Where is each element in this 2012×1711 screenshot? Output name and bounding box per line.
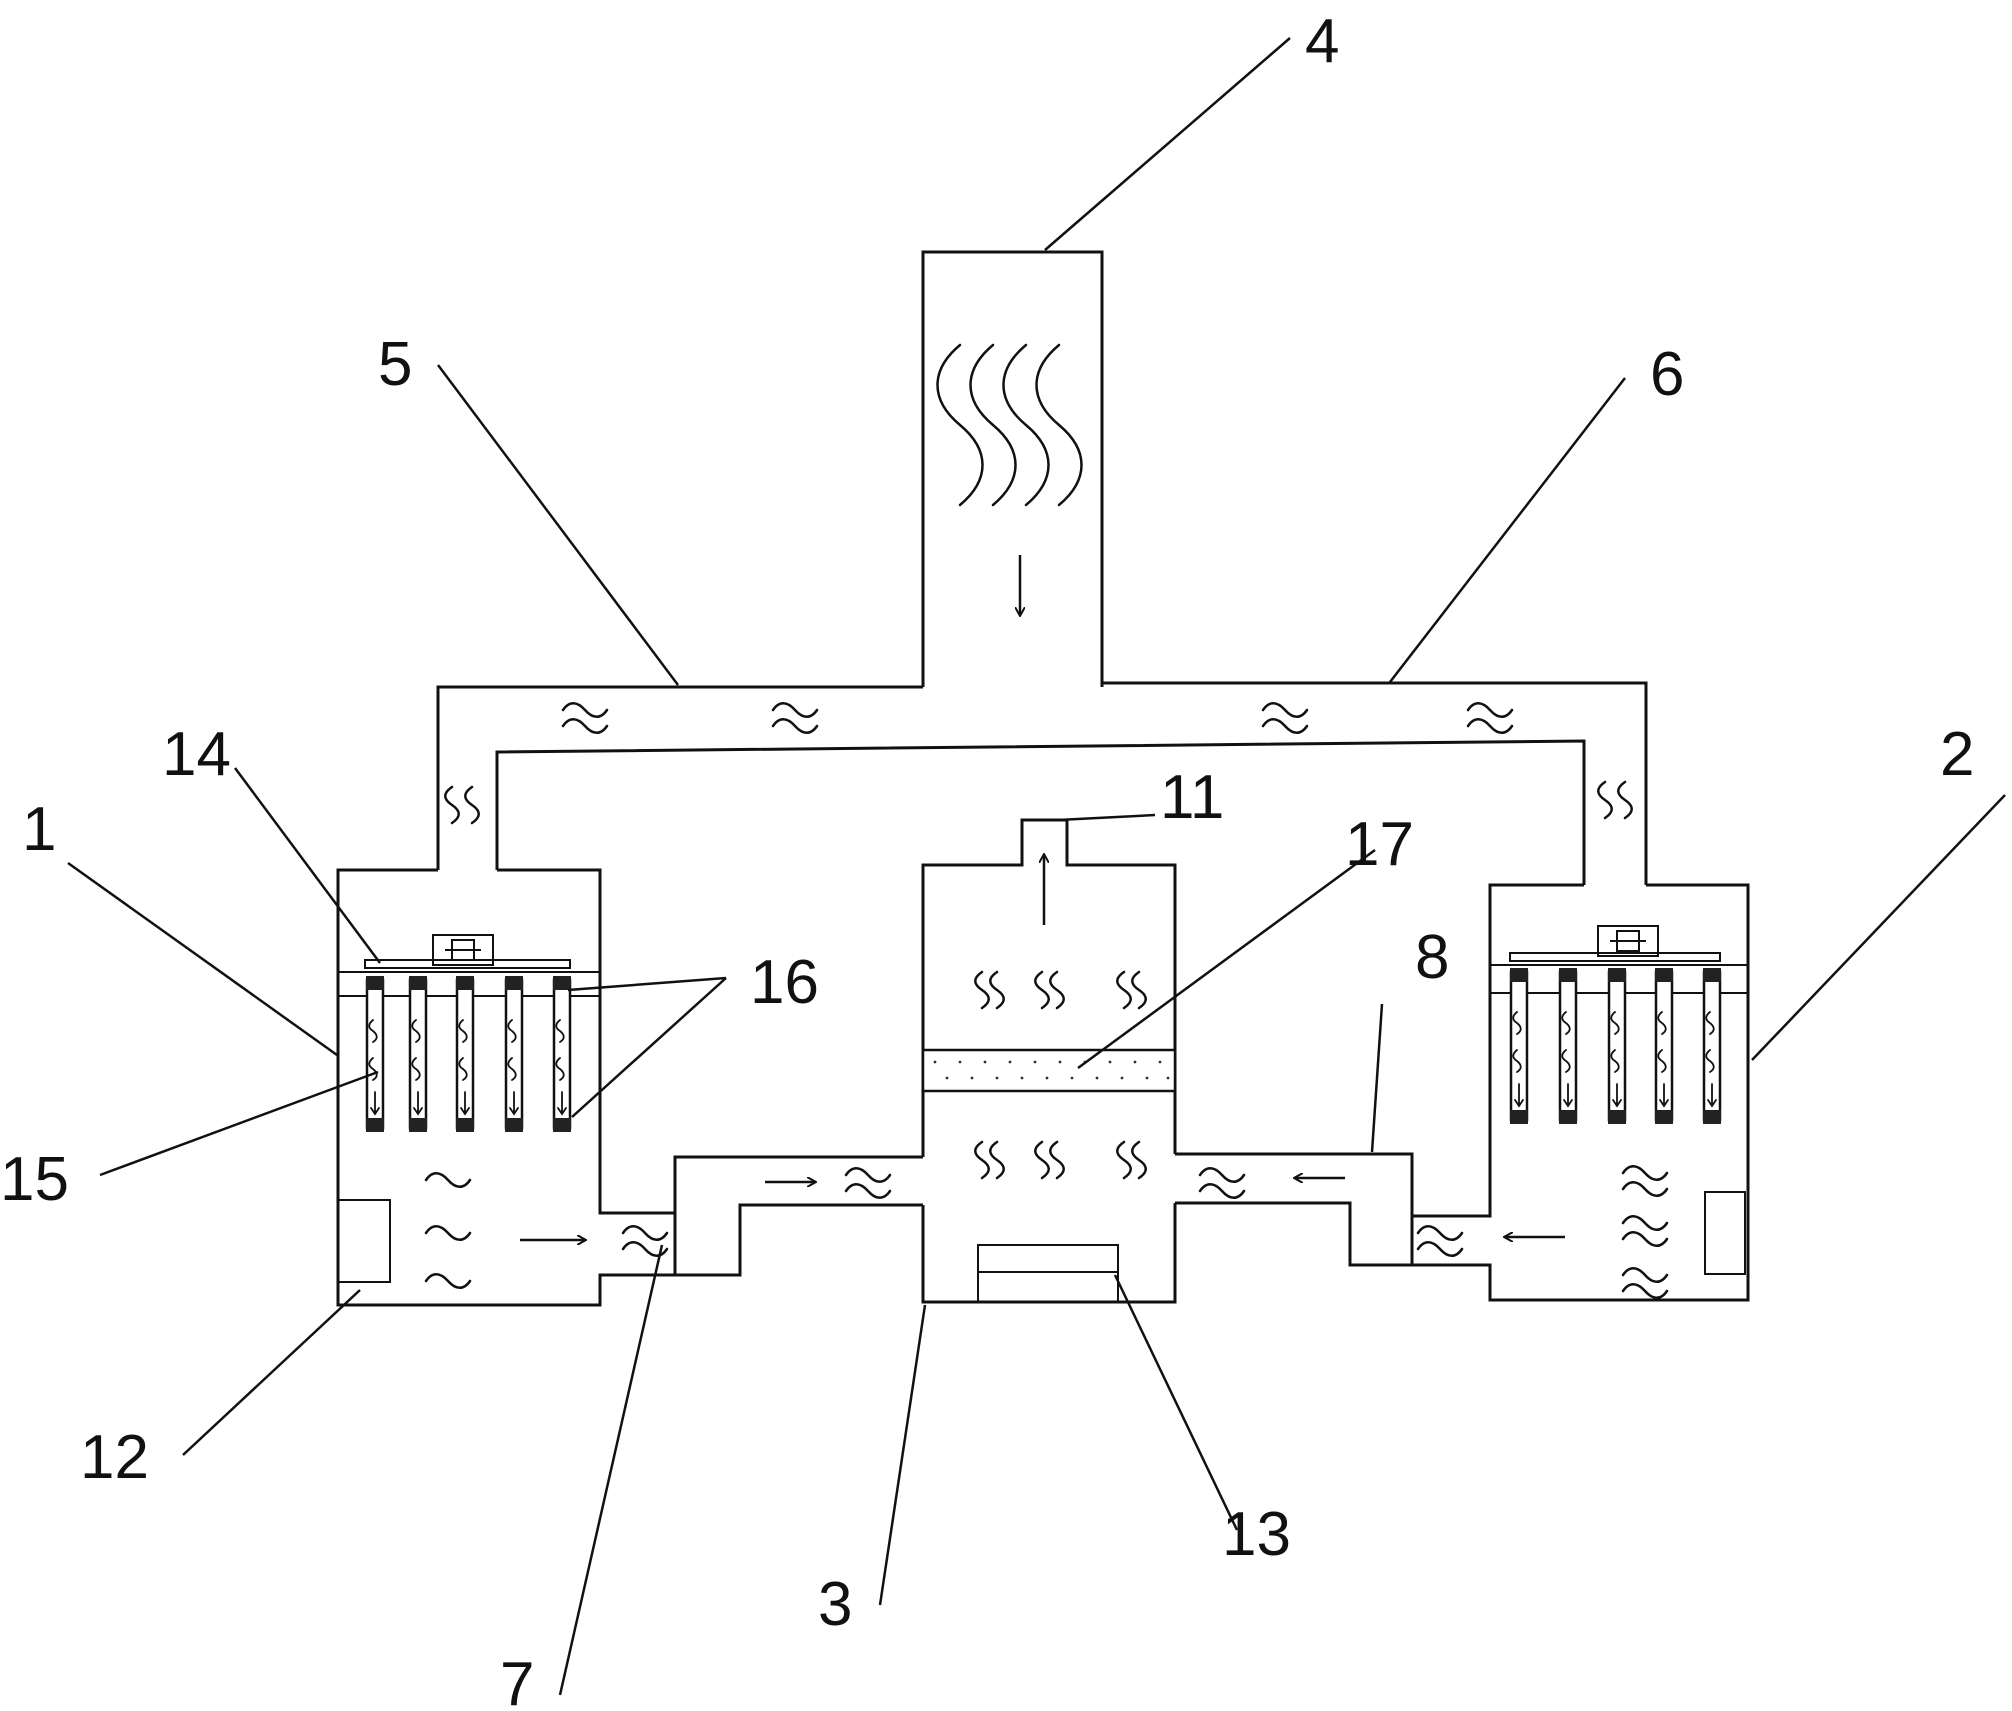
leader-8 <box>1370 1003 1384 1153</box>
left-heater-element <box>337 1199 391 1283</box>
central-heater-element <box>977 1244 1119 1303</box>
leader-14 <box>233 767 382 964</box>
leader-1 <box>67 861 338 1057</box>
label-17: 17 <box>1345 810 1414 879</box>
distribution-header <box>436 681 1648 885</box>
leader-5 <box>437 364 679 686</box>
leader-11 <box>1057 813 1156 822</box>
label-13: 13 <box>1222 1500 1291 1569</box>
leader-12 <box>182 1289 361 1456</box>
filter-dots <box>933 1060 1170 1080</box>
label-1: 1 <box>22 795 56 864</box>
label-11: 11 <box>1160 763 1224 832</box>
leader-lines <box>67 37 2006 1696</box>
label-7: 7 <box>500 1650 534 1711</box>
label-4: 4 <box>1305 7 1339 76</box>
leader-17 <box>1077 848 1376 1070</box>
top-inlet-pipe <box>921 250 1104 687</box>
label-6: 6 <box>1650 340 1684 409</box>
label-2: 2 <box>1940 720 1974 789</box>
leader-13 <box>1113 1274 1239 1531</box>
leader-6 <box>1389 377 1626 683</box>
leader-15 <box>99 1070 379 1177</box>
left-chamber <box>336 868 677 1307</box>
right-connecting-duct <box>1175 1152 1414 1267</box>
label-3: 3 <box>818 1570 852 1639</box>
right-heater-element <box>1704 1191 1746 1275</box>
label-5: 5 <box>378 330 412 399</box>
filter-layer <box>921 1048 1177 1093</box>
leader-16b <box>571 977 727 1118</box>
leader-2 <box>1751 794 2006 1061</box>
label-12: 12 <box>80 1423 149 1492</box>
leader-3 <box>878 1304 927 1606</box>
label-16: 16 <box>750 948 819 1017</box>
leader-7 <box>558 1244 664 1696</box>
leader-16a <box>567 976 727 992</box>
right-chamber <box>1410 883 1750 1302</box>
left-connecting-duct <box>621 1155 923 1277</box>
reference-numerals: 4 5 6 2 11 17 8 14 1 16 15 12 7 3 13 <box>0 7 1974 1711</box>
label-14: 14 <box>162 720 231 789</box>
label-8: 8 <box>1415 923 1449 992</box>
leader-4 <box>1044 37 1291 251</box>
central-chamber <box>921 818 1177 1304</box>
label-15: 15 <box>0 1145 69 1214</box>
